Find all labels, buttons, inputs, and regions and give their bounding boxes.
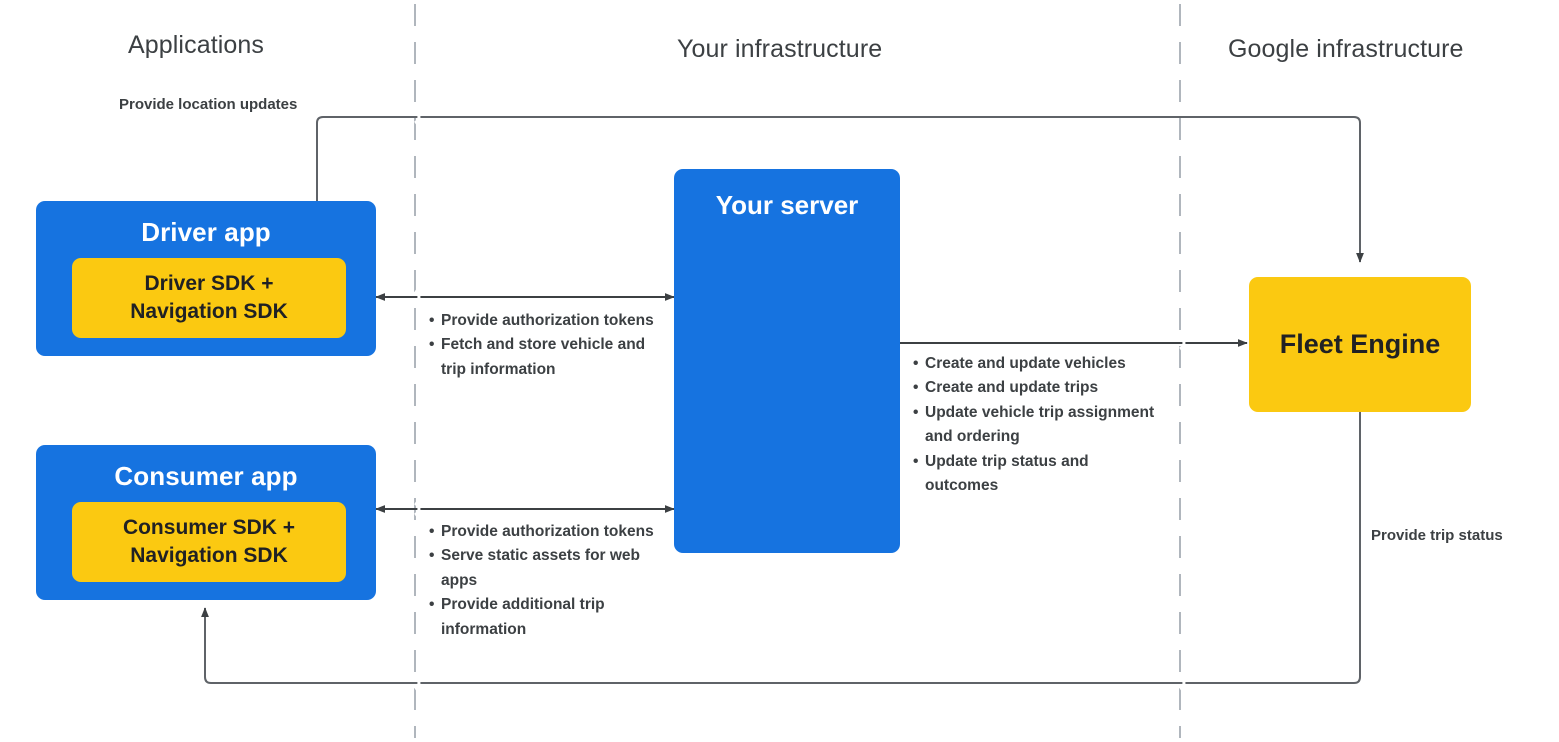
bullets-consumer-to-server: Provide authorization tokens Serve stati… — [429, 520, 655, 642]
bullets-server-to-engine: Create and update vehicles Create and up… — [913, 352, 1161, 499]
list-item: Fetch and store vehicle and trip informa… — [429, 333, 655, 382]
label-provide-location-updates: Provide location updates — [119, 96, 298, 113]
driver-sdk-line-2: Navigation SDK — [130, 300, 288, 323]
list-item: Provide authorization tokens — [429, 520, 655, 545]
jump-notch-bottom-left — [414, 675, 421, 691]
consumer-app-box[interactable]: Consumer app Consumer SDK + Navigation S… — [36, 445, 376, 600]
consumer-sdk-line-2: Navigation SDK — [130, 544, 288, 567]
list-item: Create and update vehicles — [913, 352, 1161, 377]
list-item: Update trip status and outcomes — [913, 450, 1161, 499]
list-item: Serve static assets for web apps — [429, 544, 655, 593]
line-provide-trip-status — [201, 412, 1361, 684]
driver-app-box[interactable]: Driver app Driver SDK + Navigation SDK — [36, 201, 376, 356]
driver-sdk-line-1: Driver SDK + — [144, 271, 274, 295]
consumer-sdk-line-1: Consumer SDK + — [122, 515, 296, 539]
jump-notch-consumer — [414, 501, 421, 517]
line-provide-location-updates — [316, 116, 1364, 297]
label-provide-trip-status: Provide trip status — [1371, 527, 1503, 544]
driver-app-title: Driver app — [141, 217, 271, 247]
jump-notch-server-engine — [1179, 335, 1186, 351]
bullets-driver-to-server: Provide authorization tokens Fetch and s… — [429, 309, 655, 382]
list-item: Provide additional trip information — [429, 593, 655, 642]
jump-notch-top-left — [414, 109, 421, 125]
consumer-app-title: Consumer app — [114, 461, 298, 491]
list-item: Provide authorization tokens — [429, 309, 655, 334]
column-header-google-infrastructure: Google infrastructure — [1228, 35, 1464, 63]
jump-notch-bottom-right — [1179, 675, 1186, 691]
list-item: Update vehicle trip assignment and order… — [913, 401, 1161, 450]
your-server-title: Your server — [715, 190, 859, 220]
jump-notch-driver — [414, 289, 421, 305]
fleet-engine-title: Fleet Engine — [1279, 329, 1441, 359]
driver-sdk-box[interactable]: Driver SDK + Navigation SDK — [72, 258, 346, 338]
consumer-sdk-box[interactable]: Consumer SDK + Navigation SDK — [72, 502, 346, 582]
fleet-engine-box[interactable]: Fleet Engine — [1249, 277, 1471, 412]
column-header-applications: Applications — [128, 31, 265, 59]
list-item: Create and update trips — [913, 376, 1161, 401]
your-server-box[interactable]: Your server — [674, 169, 900, 553]
column-header-your-infrastructure: Your infrastructure — [677, 35, 883, 63]
